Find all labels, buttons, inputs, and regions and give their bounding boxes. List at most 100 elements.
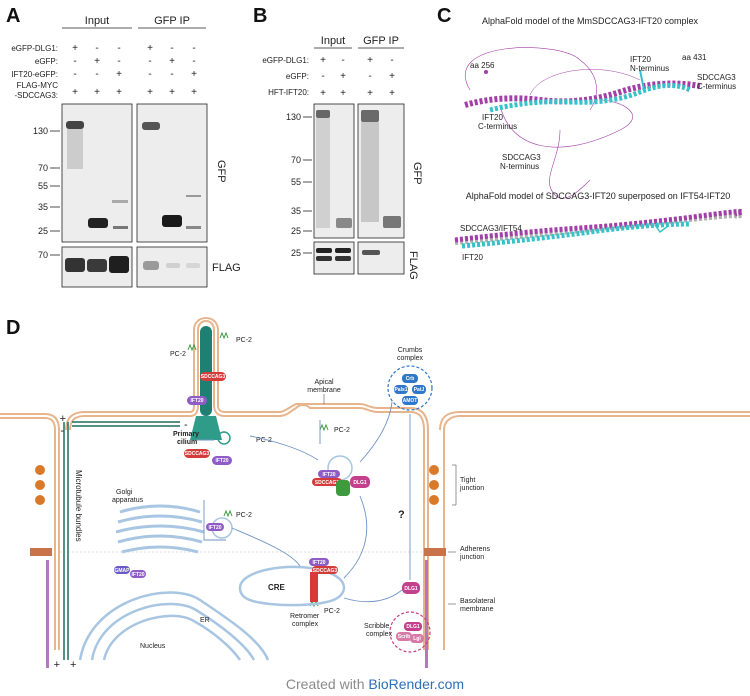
lgl-label: Lgl (413, 636, 421, 642)
credit-brand[interactable]: BioRender.com (368, 676, 465, 692)
sign: + (72, 43, 78, 54)
ift20-protein (130, 570, 146, 578)
panel-a-row-label: eGFP: (35, 57, 58, 66)
right-cell-membrane (439, 411, 750, 431)
tight-junction-bead (429, 480, 439, 490)
panel-c-top-title: AlphaFold model of the MmSDCCAG3-IFT20 c… (482, 16, 699, 26)
arrow (343, 495, 368, 579)
aa256-marker (484, 70, 488, 74)
ift20-protein (309, 558, 329, 566)
sign: + (389, 88, 395, 99)
primary-cilium-axoneme (200, 326, 212, 416)
panel-b-gfp-bands (316, 110, 401, 228)
arrow (343, 589, 403, 603)
panel-b-label: B (253, 5, 267, 27)
golgi-cisterna (117, 514, 203, 524)
label-pc2-golgi: PC-2 (236, 512, 252, 519)
flag-marker-25: 25 (291, 248, 301, 258)
label-retromer-1: Retromer (290, 613, 320, 620)
sign: + (320, 55, 326, 66)
label-minus-right: - (184, 419, 188, 431)
sdccag3-loop (529, 69, 641, 96)
label-minus-top: - (60, 425, 64, 437)
basolateral-right (425, 560, 428, 668)
basal-body (217, 431, 231, 445)
marker-25: 25 (38, 226, 48, 236)
panel-a-row-label: IFT20-eGFP: (11, 70, 58, 79)
pc2-icon (219, 331, 229, 340)
band-smear-input (67, 129, 83, 169)
ift20-n-term (639, 69, 645, 91)
marker-70: 70 (38, 163, 48, 173)
panel-c-bottom-title: AlphaFold model of SDCCAG3-IFT20 superpo… (466, 191, 731, 201)
ift20-pill-label: IFT20 (131, 572, 144, 578)
band (316, 248, 332, 253)
panel-c-label: C (437, 5, 451, 27)
label-plus-top: + (60, 413, 66, 425)
panel-b-row-label: eGFP-DLG1: (262, 56, 309, 65)
sign: + (389, 71, 395, 82)
pals1-label: Pals1 (394, 387, 407, 393)
band (316, 110, 330, 118)
panel-a-flag-label: FLAG (212, 262, 241, 274)
sign: + (367, 55, 373, 66)
panel-d-label: D (6, 317, 20, 339)
sign: + (147, 87, 153, 98)
sign: - (192, 43, 195, 54)
band (335, 256, 351, 261)
ift20-pill-label: IFT20 (215, 458, 228, 464)
tight-junction-bead (35, 480, 45, 490)
scrib-protein (396, 632, 412, 641)
band (166, 263, 180, 268)
panel-a-row-label: eGFP-DLG1: (11, 44, 58, 53)
label-ift20-c-1: IFT20 (482, 113, 503, 122)
label-pc2-right: PC-2 (236, 337, 252, 344)
marker-130: 130 (286, 112, 301, 122)
band (186, 263, 200, 268)
sign: + (191, 69, 197, 80)
label-cre: CRE (268, 583, 286, 592)
band-dlg1-ip (142, 122, 160, 130)
panel-a-flag-bands (65, 256, 200, 273)
er-membrane (90, 602, 256, 661)
label-basolateral-1: Basolateral (460, 598, 495, 605)
sign: + (367, 88, 373, 99)
sign: - (321, 71, 324, 82)
sign: + (94, 56, 100, 67)
label-sdccag3-c-1: SDCCAG3 (697, 73, 736, 82)
panel-b-flag-label: FLAG (407, 251, 419, 280)
ift20-pill-label: IFT20 (322, 472, 335, 478)
sdccag3-pill-label: SDCCAG3 (201, 374, 226, 380)
gmap-label: GMAP (115, 568, 131, 574)
label-er: ER (200, 617, 210, 624)
primary-cilium-base (190, 416, 222, 440)
sign: - (73, 69, 76, 80)
ift20-n-term (654, 224, 669, 234)
sign: - (95, 43, 98, 54)
panel-b-gfp-label: GFP (411, 162, 423, 185)
sdccag3-protein (312, 566, 338, 574)
left-cell-membrane-inner (0, 413, 60, 650)
label-sdccag3-n-1: SDCCAG3 (502, 153, 541, 162)
patj-protein (412, 385, 426, 394)
sdccag3-pill-label: SDCCAG3 (315, 480, 340, 486)
label-sdccag3-ift54: SDCCAG3/IFT54 (460, 224, 522, 233)
apical-membrane (69, 320, 425, 650)
flag-marker-70: 70 (38, 250, 48, 260)
sign: + (320, 88, 326, 99)
tight-junction-bead (429, 495, 439, 505)
dlg1-label: DLG1 (406, 624, 420, 630)
cre-compartment (238, 565, 346, 607)
sdccag3-protein (184, 449, 210, 458)
band (383, 216, 401, 228)
scribble-complex-circle (389, 611, 431, 653)
retromer-complex (310, 572, 318, 602)
credit-prefix: Created with (285, 676, 369, 692)
label-crumbs-2: complex (397, 355, 424, 362)
ift20-pill-label: IFT20 (190, 398, 203, 404)
label-plus-bottom: + (54, 659, 60, 671)
label-pc2-base: PC-2 (256, 437, 272, 444)
dlg1-binding (336, 480, 350, 496)
band-egfp-ip (162, 215, 182, 227)
label-nucleus: Nucleus (140, 643, 166, 650)
